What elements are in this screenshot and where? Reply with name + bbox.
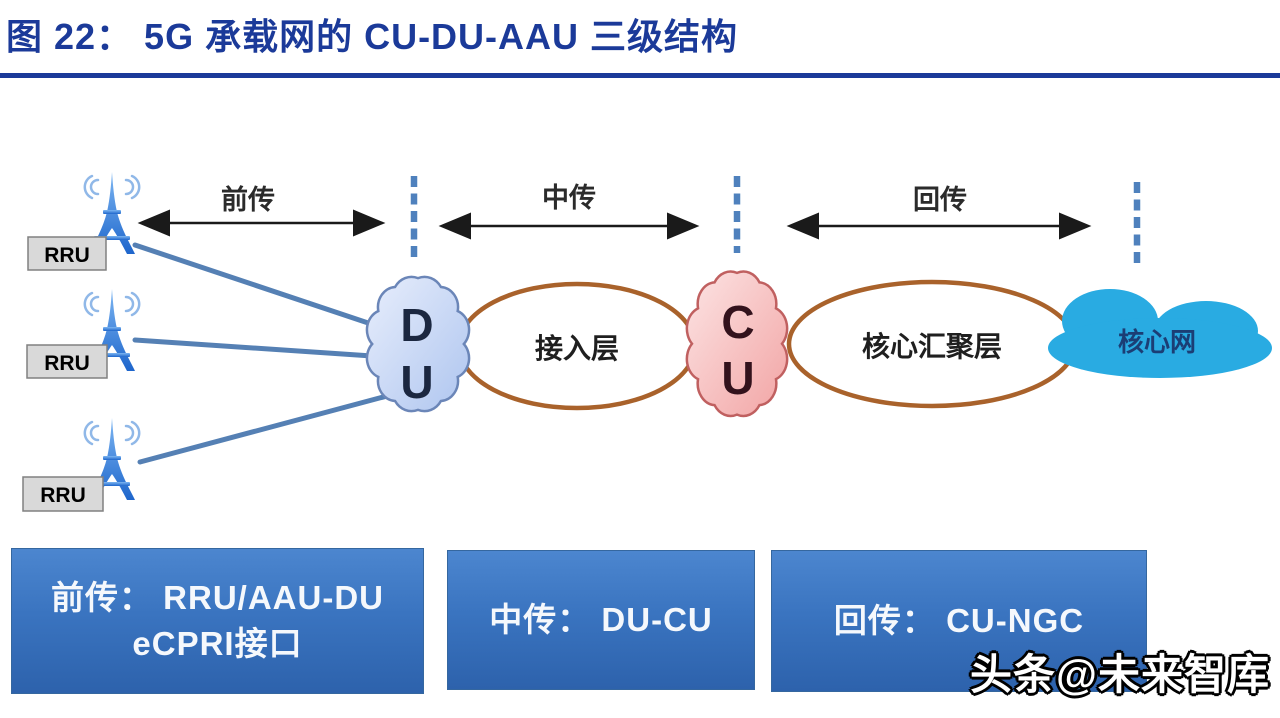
backhaul-legend-line1: 回传： CU-NGC [833,602,1085,640]
midhaul-legend-box: 中传： DU-CU [447,550,755,690]
cu-cloud-label-line1: C [721,296,754,348]
rru2-du-link [132,337,375,359]
rru-box: RRU [22,476,104,512]
rru3-du-link [137,389,405,465]
rru1-du-link [132,242,401,336]
rru-label: RRU [40,484,86,507]
backhaul-label: 回传 [913,185,967,215]
fronthaul-legend-line2: eCPRI接口 [132,625,303,662]
du-cloud-label-line2: U [400,356,433,408]
fronthaul-legend-line1: 前传： RRU/AAU-DU [51,579,384,617]
core-network-cloud [1048,289,1272,378]
rru-box: RRU [26,344,108,379]
du-cloud-label-line1: D [400,299,433,351]
toutiao-watermark: 头条@未来智库 [970,651,1270,698]
backhaul-legend-box: 回传： CU-NGC [771,550,1147,692]
rru-label: RRU [44,352,90,375]
core-network-label: 核心网 [1118,327,1196,357]
core-aggregation-label: 核心汇聚层 [862,331,1002,362]
midhaul-label: 中传 [542,183,596,213]
rru-box: RRU [27,236,107,271]
midhaul-legend-line1: 中传： DU-CU [489,601,713,639]
fronthaul-label: 前传 [221,184,275,215]
access-layer-label: 接入层 [535,333,619,364]
title-divider-rule [0,73,1280,78]
figure-title: 图 22： 5G 承载网的 CU-DU-AAU 三级结构 [6,16,739,57]
fronthaul-legend-box: 前传： RRU/AAU-DU eCPRI接口 [11,548,424,694]
rru-label: RRU [44,244,90,267]
cu-cloud-label-line2: U [721,352,754,404]
